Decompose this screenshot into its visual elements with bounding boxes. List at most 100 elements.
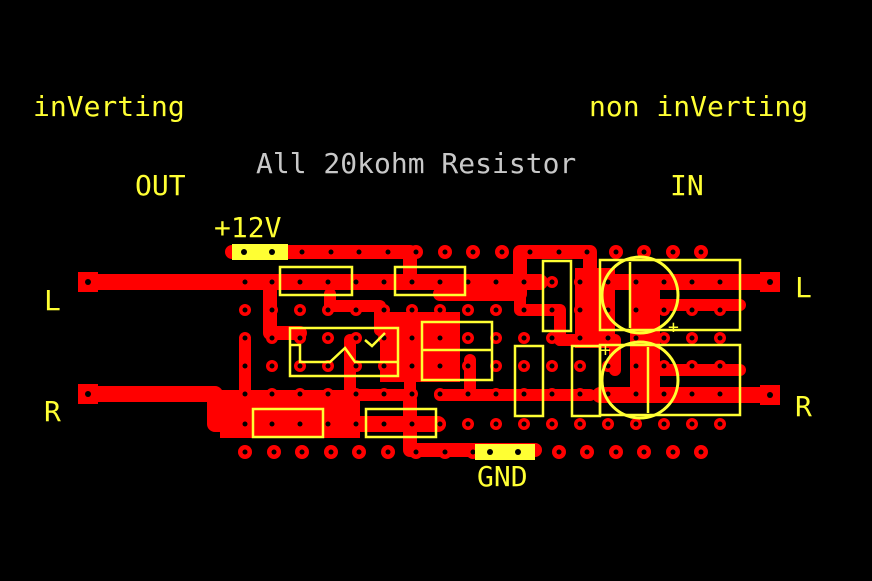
copper-fill xyxy=(380,312,460,382)
drill-hole xyxy=(437,391,443,397)
drill-hole xyxy=(717,307,723,313)
drill-hole xyxy=(381,307,387,313)
drill-hole xyxy=(328,249,334,255)
drill-hole xyxy=(767,279,773,285)
capacitor-outline xyxy=(598,258,742,332)
drill-hole xyxy=(493,391,499,397)
drill-hole xyxy=(85,391,91,397)
drill-hole xyxy=(689,279,695,285)
drill-hole xyxy=(409,421,415,427)
drill-hole xyxy=(521,335,527,341)
drill-hole xyxy=(242,391,248,397)
drill-hole xyxy=(633,391,639,397)
drill-hole xyxy=(515,449,521,455)
copper-trace xyxy=(514,288,566,346)
drill-hole xyxy=(527,249,533,255)
drill-hole xyxy=(717,391,723,397)
drill-hole xyxy=(356,249,362,255)
drill-hole xyxy=(409,307,415,313)
drill-hole xyxy=(242,421,248,427)
drill-hole xyxy=(717,421,723,427)
drill-hole xyxy=(353,421,359,427)
drill-hole xyxy=(437,279,443,285)
drill-hole xyxy=(442,449,448,455)
drill-hole xyxy=(465,307,471,313)
drill-hole xyxy=(299,249,305,255)
drill-hole xyxy=(437,307,443,313)
opamp-outline xyxy=(288,326,400,378)
drill-hole xyxy=(633,335,639,341)
drill-hole xyxy=(297,279,303,285)
drill-hole xyxy=(493,421,499,427)
drill-hole xyxy=(297,307,303,313)
drill-hole xyxy=(242,335,248,341)
right-output-label: R xyxy=(44,395,61,428)
drill-hole xyxy=(605,335,611,341)
drill-hole xyxy=(549,279,555,285)
ground-header xyxy=(475,444,535,460)
drill-hole xyxy=(487,449,493,455)
left-input-label: L xyxy=(795,271,812,304)
drill-hole xyxy=(584,449,590,455)
drill-hole xyxy=(493,363,499,369)
in-label: IN xyxy=(670,169,704,202)
drill-hole xyxy=(328,449,334,455)
drill-hole xyxy=(297,421,303,427)
power-header xyxy=(232,244,288,260)
drill-hole xyxy=(465,421,471,427)
drill-hole xyxy=(325,307,331,313)
drill-hole xyxy=(613,249,619,255)
drill-hole xyxy=(689,363,695,369)
drill-hole xyxy=(689,307,695,313)
pad-layer xyxy=(78,244,780,460)
resistor-outline xyxy=(513,344,545,418)
drill-hole xyxy=(241,249,247,255)
drill-hole xyxy=(269,249,275,255)
drill-hole xyxy=(269,335,275,341)
drill-hole xyxy=(577,363,583,369)
drill-hole xyxy=(413,449,419,455)
drill-hole xyxy=(577,335,583,341)
drill-hole xyxy=(670,249,676,255)
resistor-outline xyxy=(278,265,354,297)
drill-hole xyxy=(584,249,590,255)
drill-hole xyxy=(661,421,667,427)
drill-hole xyxy=(499,249,505,255)
drill-hole xyxy=(556,249,562,255)
drill-hole xyxy=(470,449,476,455)
opamp-marking xyxy=(290,343,398,364)
drill-hole xyxy=(493,307,499,313)
opamp-marking xyxy=(364,332,386,348)
drill-hole xyxy=(577,391,583,397)
drill-hole xyxy=(385,249,391,255)
drill-hole xyxy=(717,279,723,285)
right-input-label: R xyxy=(795,390,812,423)
silkscreen-layer xyxy=(251,255,742,439)
drill-hole xyxy=(549,421,555,427)
drill-hole xyxy=(409,335,415,341)
drill-hole xyxy=(521,279,527,285)
drill-hole xyxy=(325,363,331,369)
drill-hole xyxy=(577,421,583,427)
drill-hole xyxy=(465,363,471,369)
drill-hole xyxy=(661,307,667,313)
drill-hole xyxy=(661,363,667,369)
drill-hole xyxy=(269,421,275,427)
drill-hole xyxy=(297,391,303,397)
drill-hole xyxy=(577,307,583,313)
drill-hole xyxy=(767,392,773,398)
drill-hole xyxy=(549,335,555,341)
capacitor-outline xyxy=(598,343,742,417)
drill-hole xyxy=(409,391,415,397)
drill-hole xyxy=(381,421,387,427)
drill-hole xyxy=(605,363,611,369)
drill-hole xyxy=(633,307,639,313)
drill-hole xyxy=(381,391,387,397)
drill-hole xyxy=(409,279,415,285)
drill-hole xyxy=(437,421,443,427)
resistor-outline xyxy=(364,407,438,439)
drill-hole xyxy=(633,363,639,369)
drill-hole xyxy=(521,391,527,397)
